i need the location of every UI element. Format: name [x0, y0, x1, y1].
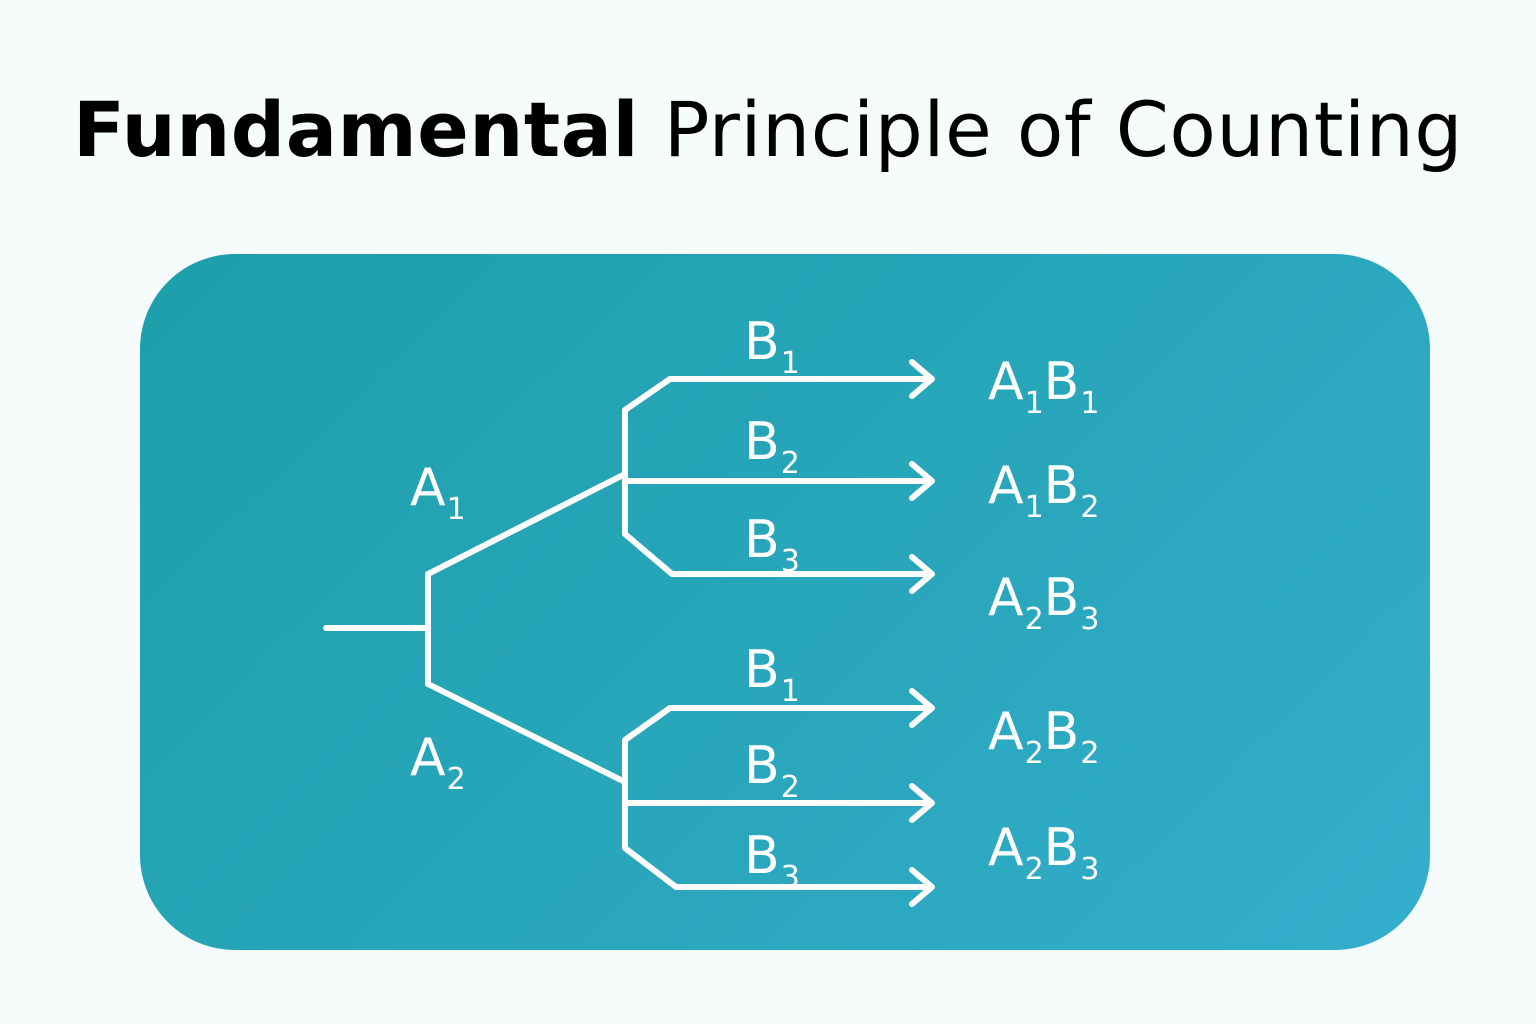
title-word-fundamental: Fundamental	[72, 85, 640, 174]
arrowhead-6	[909, 867, 935, 907]
outcome-2: A1B2	[988, 456, 1100, 525]
outcome-3: A2B3	[988, 568, 1100, 637]
label-upper-b2: B2	[744, 412, 800, 481]
arrowhead-1	[909, 359, 935, 399]
branch-a2	[425, 681, 628, 785]
branch-a1-b1	[622, 376, 933, 477]
label-lower-b2: B2	[744, 736, 800, 805]
label-lower-b1: B1	[744, 640, 800, 709]
arrowhead-3	[909, 554, 935, 594]
diagram-panel	[140, 254, 1430, 950]
outcome-4: A2B2	[988, 702, 1100, 771]
arrowhead-5	[909, 783, 935, 823]
branch-a1-b3	[622, 471, 933, 577]
arrowhead-4	[909, 688, 935, 728]
outcome-5: A2B3	[988, 818, 1100, 887]
branch-a2-b3	[622, 779, 933, 890]
label-upper-b3: B3	[744, 510, 800, 579]
label-lower-b3: B3	[744, 826, 800, 895]
branch-a2-b1	[622, 705, 933, 785]
label-upper-b1: B1	[744, 312, 800, 381]
page-title: Fundamental Principle of Counting	[0, 92, 1536, 168]
branch-a1	[425, 471, 628, 577]
arrowhead-2	[909, 461, 935, 501]
label-a2: A2	[410, 728, 466, 797]
outcome-1: A1B1	[988, 352, 1100, 421]
title-rest: Principle of Counting	[663, 85, 1464, 174]
label-a1: A1	[410, 458, 466, 527]
